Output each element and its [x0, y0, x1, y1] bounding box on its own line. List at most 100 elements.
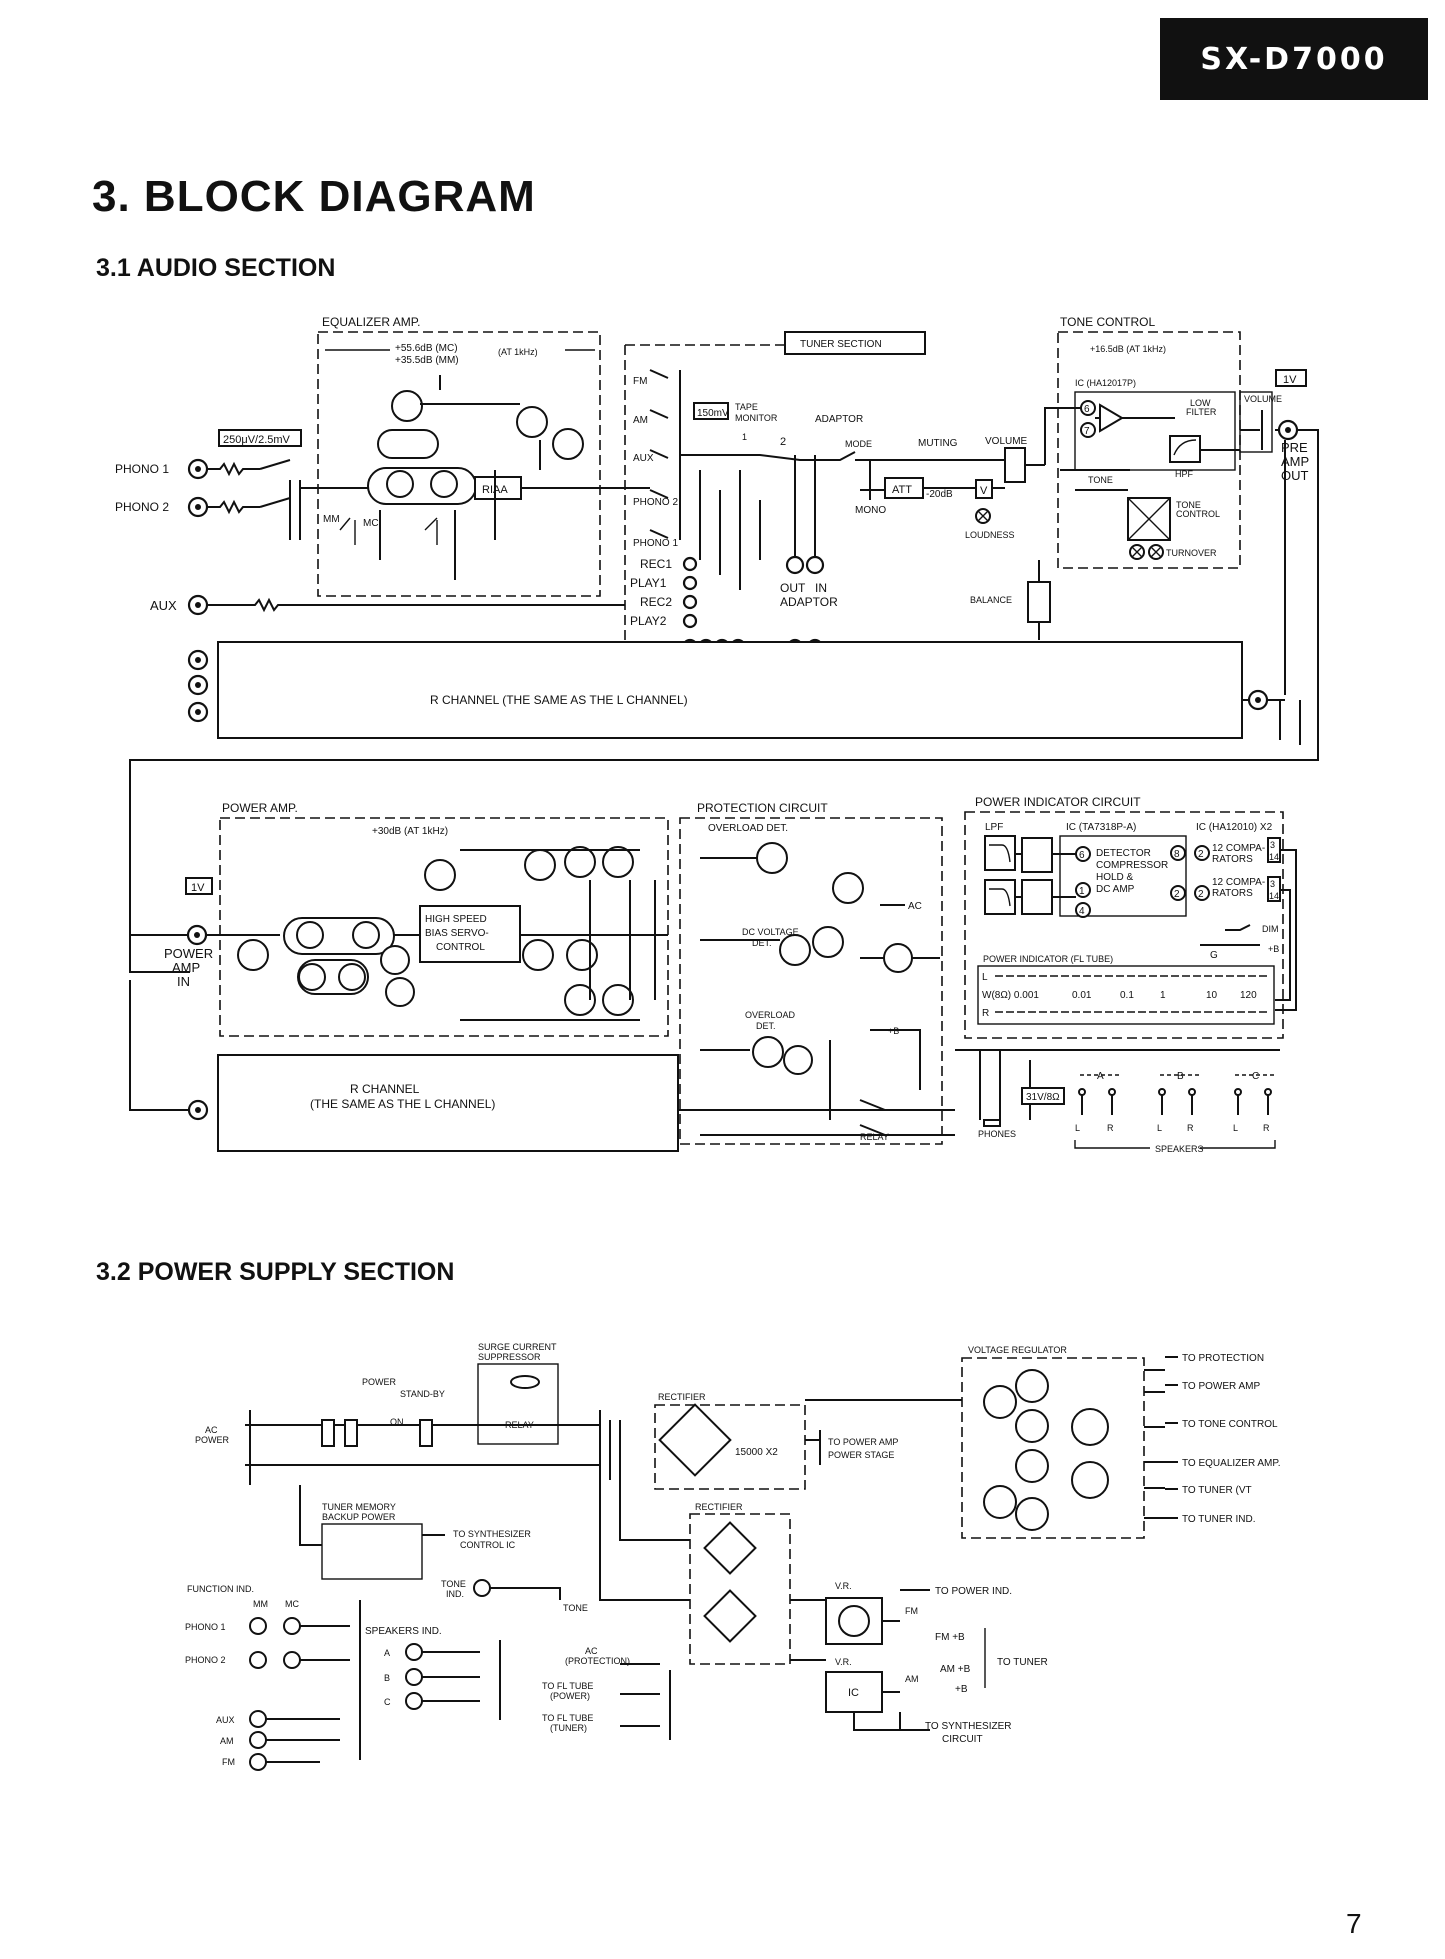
overload2a-label: OVERLOAD: [745, 1010, 796, 1020]
spk-b-r: R: [1187, 1123, 1194, 1133]
equalizer-freq: (AT 1kHz): [498, 347, 538, 357]
aux-label: AUX: [150, 598, 177, 613]
fl-scale-5: 120: [1240, 990, 1257, 1001]
spk-c-r: R: [1263, 1123, 1270, 1133]
pre-amp-out: 1V VOLUME PRE AMP OUT: [129, 369, 1319, 973]
fl-scale-1: 0.01: [1072, 990, 1092, 1001]
g-label: G: [1210, 950, 1218, 961]
ps-fm: FM: [905, 1606, 918, 1616]
mc-label: MC: [363, 518, 379, 529]
reg-out-2: TO TONE CONTROL: [1182, 1419, 1278, 1430]
comp1b: RATORS: [1212, 854, 1253, 865]
tone-label: TONE: [1088, 475, 1113, 485]
audio-section: PHONO 1 PHONO 2 AUX 250μV/2.5mV EQUALIZE…: [115, 315, 1319, 1154]
ps-on: ON: [390, 1417, 404, 1427]
rectifier-2: RECTIFIER: [695, 1502, 743, 1512]
sel-num2: 2: [780, 436, 786, 448]
mono-label: MONO: [855, 505, 886, 516]
tone-ind-1: TONE: [441, 1579, 466, 1589]
tone-ind-2: IND.: [446, 1589, 464, 1599]
fi-mm: MM: [253, 1599, 268, 1609]
overload2b-label: DET.: [756, 1021, 776, 1031]
tone-control: TONE CONTROL +16.5dB (AT 1kHz) IC (HA120…: [1057, 315, 1241, 569]
overload1-label: OVERLOAD DET.: [708, 823, 788, 834]
phono-inputs: PHONO 1 PHONO 2 AUX 250μV/2.5mV: [115, 429, 625, 616]
fl-scale-0: W(8Ω) 0.001: [982, 990, 1039, 1001]
ps-standby: STAND-BY: [400, 1389, 445, 1399]
memory-1: TUNER MEMORY: [322, 1502, 396, 1512]
phono2-label: PHONO 2: [115, 500, 169, 514]
play1-label: PLAY1: [630, 576, 667, 590]
tone-pin7: 7: [1084, 426, 1090, 437]
ind-pin2c: 2: [1198, 889, 1204, 900]
turnover-label: TURNOVER: [1166, 548, 1217, 558]
reg-out-5: TO TUNER IND.: [1182, 1514, 1256, 1525]
tape-level-box: [693, 402, 729, 420]
power-in-2: AMP: [172, 960, 200, 975]
fl-tuner-2: (TUNER): [550, 1723, 587, 1733]
r-channel-power-2: (THE SAME AS THE L CHANNEL): [310, 1097, 495, 1111]
reg-out-1: TO POWER AMP: [1182, 1381, 1260, 1392]
power-in-3: IN: [177, 974, 190, 989]
bias-servo-block: [419, 905, 521, 963]
ac-prot-1: AC: [585, 1646, 598, 1656]
fl-scale-4: 10: [1206, 990, 1218, 1001]
ps-b: +B: [955, 1684, 968, 1695]
surge-1: SURGE CURRENT: [478, 1342, 557, 1352]
ind-b: +B: [1268, 944, 1279, 954]
power-supply-section: SURGE CURRENT SUPPRESSOR RELAY POWER STA…: [185, 1342, 1281, 1771]
att-label: ATT: [892, 484, 912, 496]
out-volume-label: VOLUME: [1244, 394, 1282, 404]
to-power-ind: TO POWER IND.: [935, 1586, 1012, 1597]
ind-pin14a: 14: [1269, 852, 1279, 862]
to-synth-circuit-2: CIRCUIT: [942, 1734, 983, 1745]
power-amp-title: POWER AMP.: [222, 801, 298, 815]
power-section-title: 3.2 POWER SUPPLY SECTION: [96, 1258, 455, 1286]
r-channel-pre-label: R CHANNEL (THE SAME AS THE L CHANNEL): [430, 693, 688, 707]
to-tuner: TO TUNER: [997, 1657, 1048, 1668]
spk-c-l: L: [1233, 1123, 1238, 1133]
bias-2: BIAS SERVO-: [425, 928, 489, 939]
play2-label: PLAY2: [630, 614, 667, 628]
protection-circuit: PROTECTION CIRCUIT OVERLOAD DET. AC DC V…: [679, 801, 955, 1145]
phones-level: 31V/8Ω: [1026, 1092, 1060, 1103]
reg-out-3: TO EQUALIZER AMP.: [1182, 1458, 1281, 1469]
fm-b: FM +B: [935, 1632, 965, 1643]
phones-label: PHONES: [978, 1129, 1016, 1139]
to-pa-1: TO POWER AMP: [828, 1437, 898, 1447]
memory-2: BACKUP POWER: [322, 1512, 396, 1522]
ps-cap: 15000 X2: [735, 1447, 778, 1458]
ind-pin14b: 14: [1269, 891, 1279, 901]
r-channel-pre: R CHANNEL (THE SAME AS THE L CHANNEL): [187, 641, 1301, 745]
mm-label: MM: [323, 514, 340, 525]
tape-label: TAPE: [735, 402, 758, 412]
sel-fm: FM: [633, 376, 647, 387]
comp1a: 12 COMPA-: [1212, 843, 1265, 854]
fl-tube-label: POWER INDICATOR (FL TUBE): [983, 954, 1113, 964]
det4: DC AMP: [1096, 884, 1135, 895]
tone-control-1: TONE: [1176, 500, 1201, 510]
fi-phono1: PHONO 1: [185, 1622, 226, 1632]
v-label: V: [980, 485, 988, 497]
surge-2: SUPPRESSOR: [478, 1352, 541, 1362]
sel-aux: AUX: [633, 453, 654, 464]
balance-pot: [1027, 581, 1051, 623]
lpf-label: LPF: [985, 822, 1003, 833]
ac-power-2: POWER: [195, 1435, 230, 1445]
fi-aux: AUX: [216, 1715, 235, 1725]
comp2b: RATORS: [1212, 888, 1253, 899]
protection-border: [679, 817, 943, 1145]
to-synth-2: CONTROL IC: [460, 1540, 516, 1550]
low-filter-2: FILTER: [1186, 407, 1217, 417]
ind-pin3a: 3: [1270, 840, 1275, 850]
fl-power-2: (POWER): [550, 1691, 590, 1701]
spk-a: A: [1097, 1071, 1104, 1082]
power-amp-in-level: 1V: [191, 882, 205, 894]
function-ind: FUNCTION IND.: [187, 1584, 254, 1594]
function-selector: TUNER SECTION FM AM AUX PHONO 2 PHONO 1 …: [600, 331, 926, 656]
equalizer-gain-mm: +35.5dB (MM): [395, 355, 459, 366]
dcv1-label: DC VOLTAGE: [742, 927, 799, 937]
indicator-ic2: IC (HA12010) X2: [1196, 822, 1273, 833]
comp2a: 12 COMPA-: [1212, 877, 1265, 888]
